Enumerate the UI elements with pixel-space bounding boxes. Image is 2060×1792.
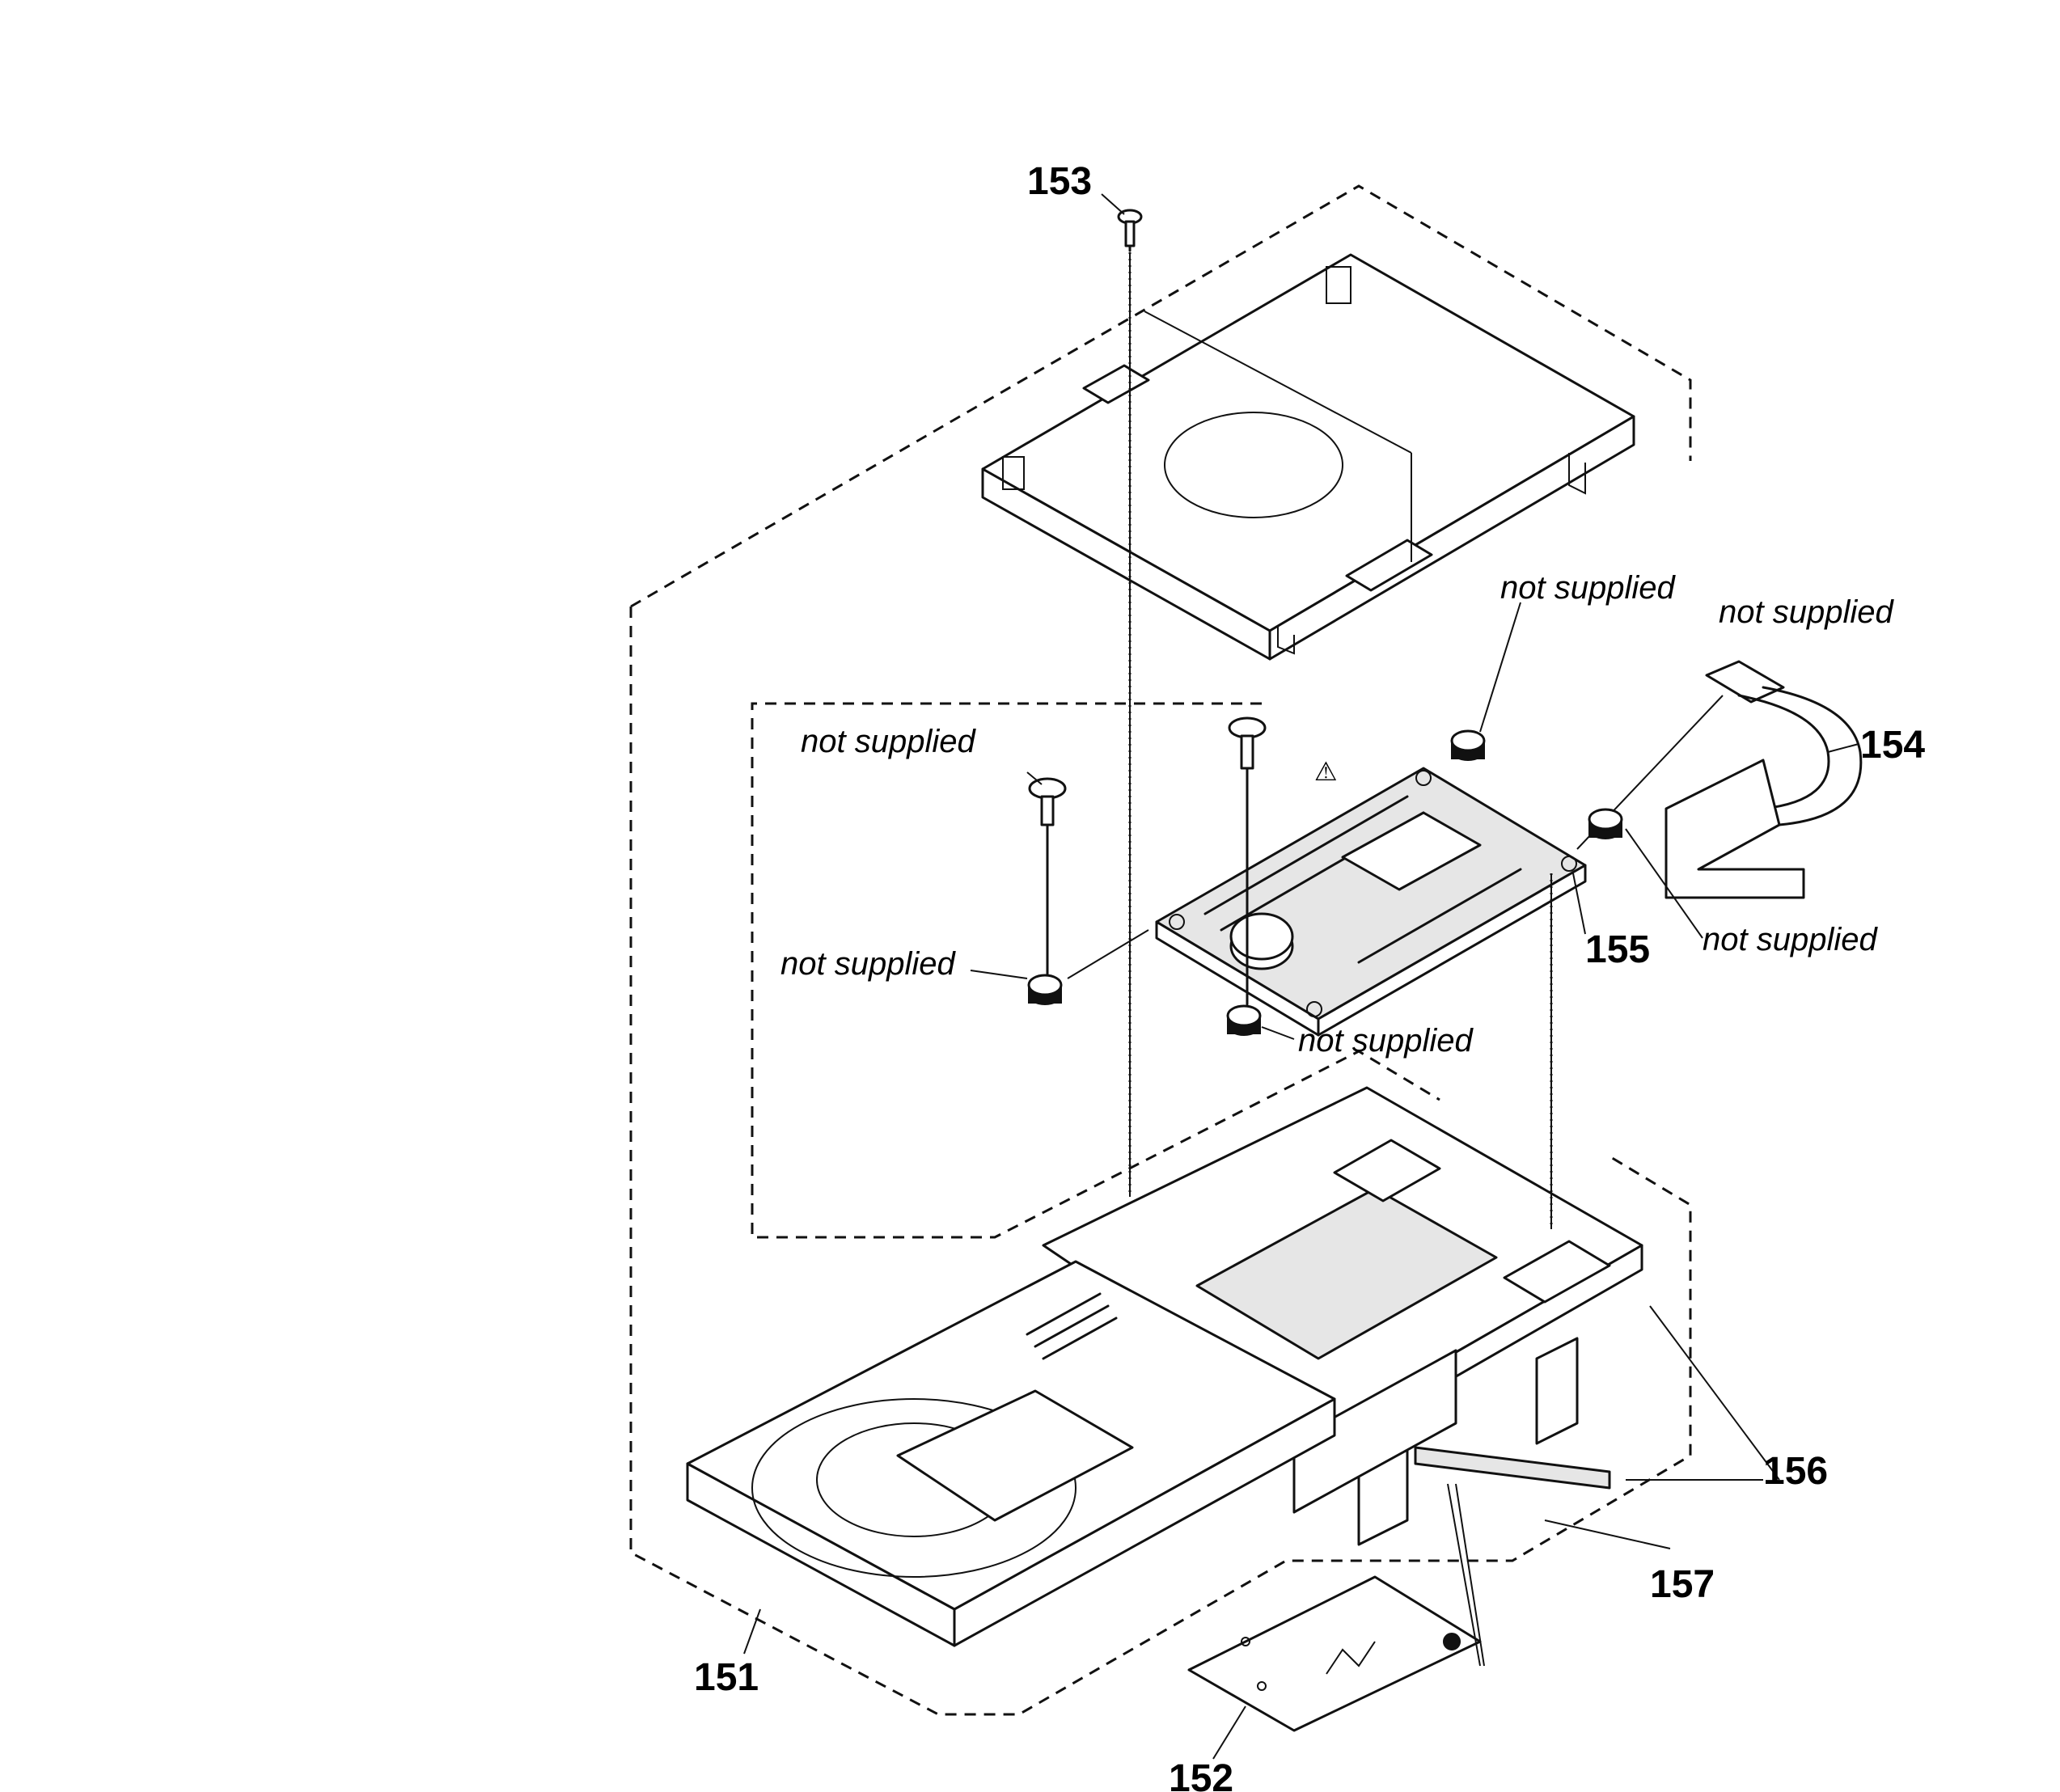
assembly-outline-outer xyxy=(629,184,1692,1716)
disc-tray xyxy=(686,1260,1336,1647)
note-cable: not supplied xyxy=(1719,594,1894,630)
label-154: 154 xyxy=(1860,724,1925,767)
note-center-damper: not supplied xyxy=(1298,1023,1474,1059)
damper-left xyxy=(1027,974,1063,1005)
label-156: 156 xyxy=(1763,1450,1828,1493)
note-right-top-damper: not supplied xyxy=(1500,570,1676,606)
label-155: 155 xyxy=(1585,928,1650,971)
note-top-screw: not supplied xyxy=(801,724,976,759)
label-153: 153 xyxy=(1027,160,1092,203)
pcb-board xyxy=(1187,1575,1482,1732)
note-left-damper: not supplied xyxy=(780,946,956,982)
label-151: 151 xyxy=(694,1656,759,1699)
screw-left xyxy=(1028,777,1067,826)
leader-lines xyxy=(743,193,1859,1760)
warning-icon: ⚠ xyxy=(1314,756,1338,787)
damper-right-top xyxy=(1450,729,1486,761)
screw-center xyxy=(1228,716,1267,770)
label-152: 152 xyxy=(1169,1757,1233,1792)
assembly-outline-inner xyxy=(751,702,1440,1239)
damper-center xyxy=(1226,1004,1262,1036)
screw-153 xyxy=(1117,209,1143,252)
top-cover xyxy=(981,253,1635,661)
label-157: 157 xyxy=(1650,1563,1715,1606)
guide-lines xyxy=(1067,252,1553,1667)
optical-pickup-assembly xyxy=(1155,767,1587,1037)
damper-right xyxy=(1588,808,1623,839)
note-right-damper: not supplied xyxy=(1703,922,1878,957)
flat-cable xyxy=(1576,660,1863,899)
mounting-shafts xyxy=(1046,767,1249,1006)
